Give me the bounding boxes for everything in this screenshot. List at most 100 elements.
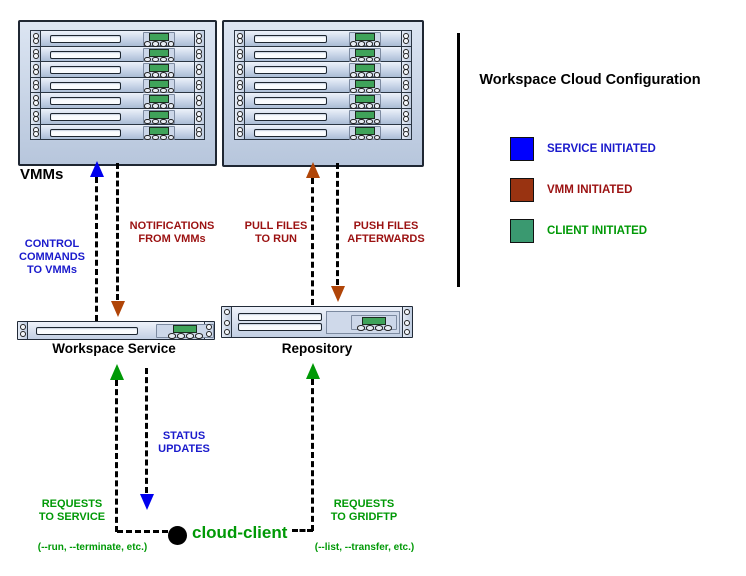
panel-buttons: [350, 41, 381, 47]
drive-slot: [50, 35, 122, 43]
vmms-rack: [18, 20, 217, 166]
repository-server: [221, 306, 413, 338]
vmms-label: VMMs: [20, 166, 64, 183]
cloud-client-label: cloud-client: [192, 523, 288, 542]
notifications-label: NOTIFICATIONS FROM VMMs: [129, 220, 215, 245]
requests-to-gridftp-arrowhead: [306, 363, 320, 379]
workspace-service-server: [17, 321, 215, 340]
drive-slot: [50, 81, 122, 90]
cloud-client-node-icon: [168, 526, 187, 545]
lcd-screen: [149, 95, 170, 104]
repository-label: Repository: [281, 341, 353, 356]
status-updates-label: STATUS UPDATES: [158, 430, 210, 455]
separator-line: [457, 33, 460, 287]
lcd-screen: [149, 110, 170, 119]
requests-to-service-arrow-elbow: [117, 530, 168, 533]
lcd-panel: [349, 125, 382, 141]
requests-to-gridftp-label: REQUESTS TO GRIDFTP: [330, 498, 398, 523]
drive-slot: [254, 81, 327, 90]
lcd-panel: [143, 63, 176, 78]
legend-item-service: SERVICE INITIATED: [510, 137, 656, 161]
panel-buttons: [144, 118, 175, 125]
lcd-panel: [351, 315, 397, 331]
drive-slot: [50, 97, 122, 106]
panel-buttons: [157, 333, 213, 339]
lcd-screen: [149, 48, 170, 57]
lcd-screen: [355, 48, 376, 57]
lcd-screen: [149, 79, 170, 88]
lcd-panel: [143, 78, 176, 94]
lcd-screen: [173, 325, 197, 333]
drive-slot: [254, 97, 327, 106]
panel-buttons: [350, 56, 381, 63]
push-files-arrow-line: [336, 163, 339, 285]
lcd-panel: [143, 94, 176, 109]
panel-buttons: [350, 118, 381, 125]
requests-to-service-label: REQUESTS TO SERVICE: [38, 498, 106, 523]
push-files-label: PUSH FILES AFTERWARDS: [347, 220, 425, 245]
drive-slot: [254, 112, 327, 121]
panel-buttons: [144, 103, 175, 109]
drive-slot: [254, 35, 327, 43]
control-commands-label: CONTROL COMMANDS TO VMMs: [19, 238, 85, 276]
vmm-initiated-label: VMM INITIATED: [547, 184, 633, 196]
drive-slot: [50, 50, 122, 59]
control-commands-arrow-line: [95, 177, 98, 321]
vmm-rack-right: [222, 20, 424, 167]
lcd-screen: [355, 79, 376, 88]
rack-unit: [30, 123, 205, 141]
rack-unit: [30, 107, 205, 125]
panel-buttons: [144, 72, 175, 78]
panel-buttons: [144, 134, 175, 141]
rack-unit: [234, 107, 412, 125]
service-initiated-label: SERVICE INITIATED: [547, 143, 656, 155]
rack-unit: [30, 30, 205, 47]
status-updates-arrowhead: [140, 494, 154, 510]
drive-slot: [254, 50, 327, 59]
lcd-panel: [349, 78, 382, 94]
panel-buttons: [352, 325, 396, 331]
status-updates-arrow-line: [145, 368, 148, 493]
drive-slot: [50, 128, 122, 137]
lcd-panel: [349, 47, 382, 63]
panel-buttons: [144, 56, 175, 63]
repository-front-panel: [326, 311, 400, 334]
requests-to-service-sub-label: (--run, --terminate, etc.): [37, 542, 148, 553]
panel-buttons: [350, 134, 381, 141]
legend-item-client: CLIENT INITIATED: [510, 219, 647, 243]
legend-item-vmm: VMM INITIATED: [510, 178, 632, 202]
lcd-panel: [143, 32, 176, 47]
pull-files-label: PULL FILES TO RUN: [244, 220, 308, 245]
lcd-screen: [355, 33, 376, 41]
rack-unit: [30, 92, 205, 109]
requests-to-gridftp-sub-label: (--list, --transfer, etc.): [314, 542, 415, 553]
rack-unit: [234, 92, 412, 109]
rack-unit: [234, 61, 412, 78]
pull-files-arrow-line: [311, 178, 314, 305]
requests-to-gridftp-arrow-elbow: [292, 529, 313, 532]
lcd-screen: [355, 110, 376, 119]
rack-unit: [30, 76, 205, 94]
requests-to-service-arrow-line: [115, 380, 118, 532]
server-rail: [18, 322, 28, 339]
client-initiated-swatch: [510, 219, 534, 243]
requests-to-gridftp-arrow-line: [311, 379, 314, 531]
lcd-screen: [355, 126, 376, 135]
drive-slot: [50, 66, 122, 75]
rack-unit: [234, 30, 412, 47]
vmms-rack-units: [30, 30, 205, 141]
panel-buttons: [144, 87, 175, 94]
drive-slot: [254, 66, 327, 75]
client-initiated-label: CLIENT INITIATED: [547, 225, 648, 237]
lcd-panel: [349, 109, 382, 125]
drive-slot: [238, 323, 322, 331]
panel-buttons: [144, 41, 175, 47]
panel-buttons: [350, 103, 381, 109]
pull-files-arrowhead: [306, 162, 320, 178]
lcd-panel: [349, 94, 382, 109]
lcd-panel: [156, 324, 214, 339]
lcd-panel: [143, 109, 176, 125]
rack-unit: [234, 45, 412, 63]
drive-slot: [238, 313, 322, 321]
